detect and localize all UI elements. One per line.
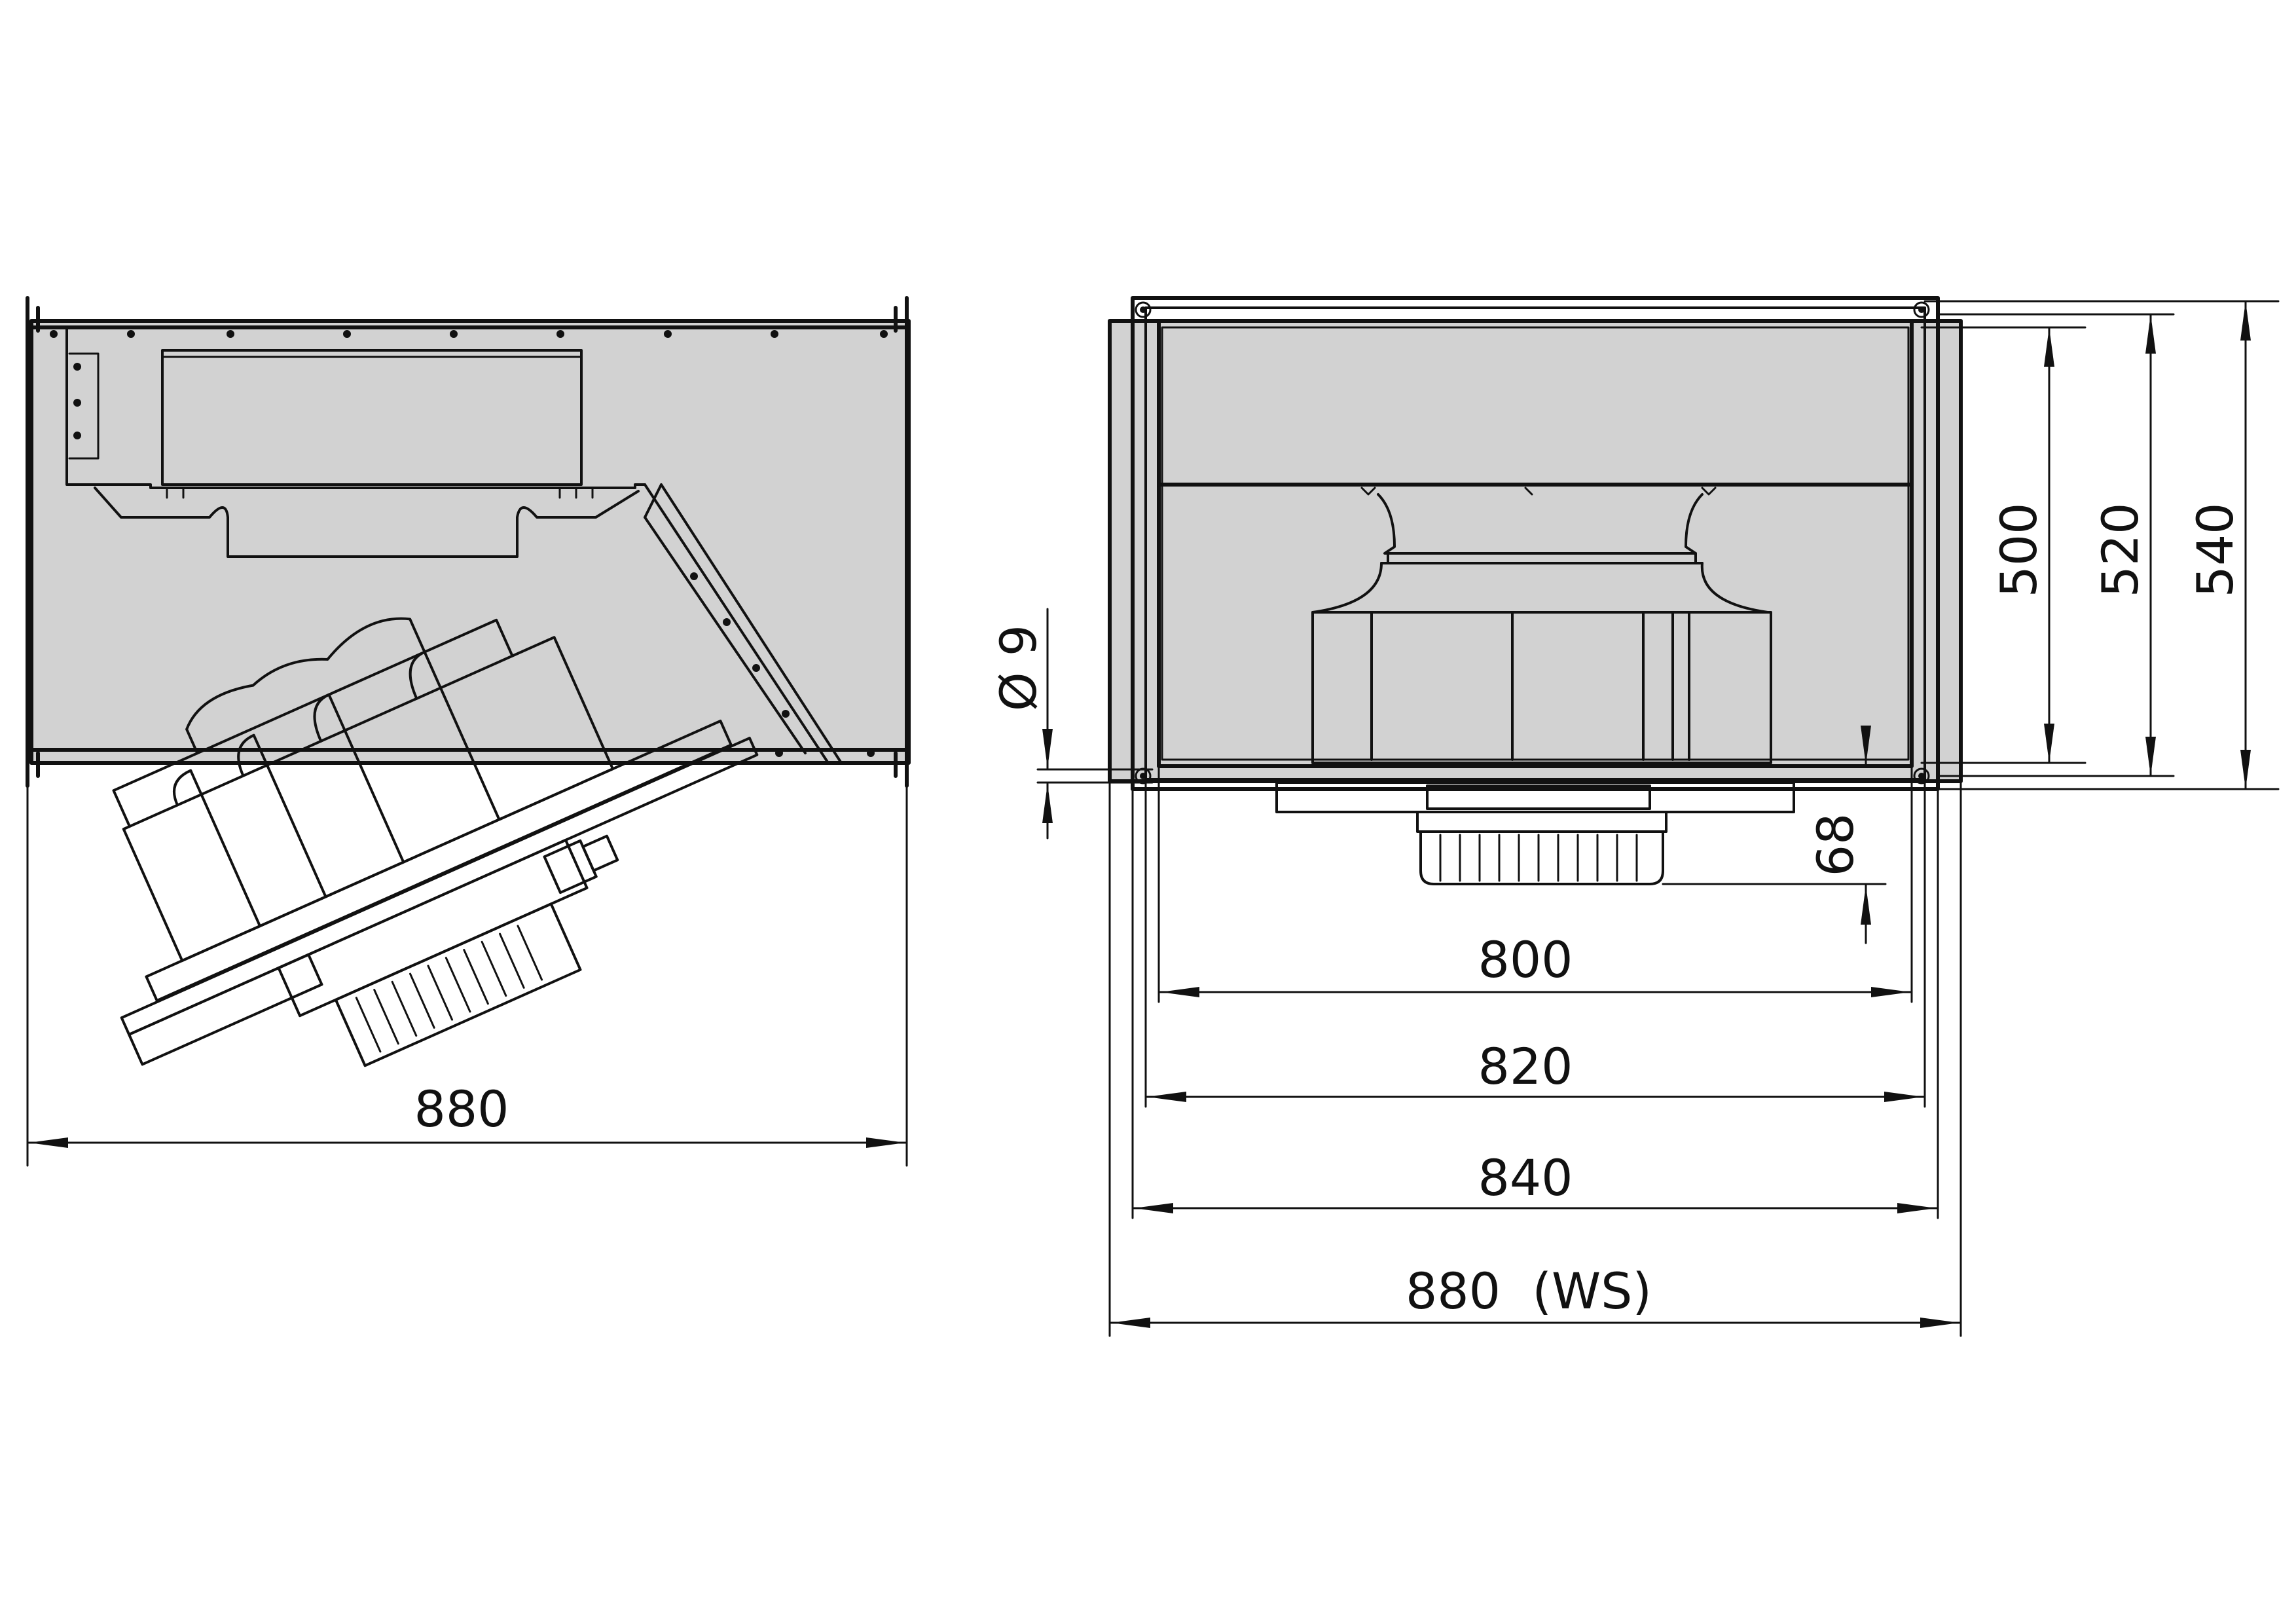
front-hole-diameter: Ø 9	[989, 625, 1048, 711]
front-impeller	[1311, 487, 1772, 764]
front-dim-800: 800	[1478, 931, 1573, 989]
front-mounting-holes	[1135, 301, 1930, 784]
front-dim-68: 68	[1806, 813, 1865, 877]
side-dim-880-label: 880	[414, 1080, 509, 1138]
front-flange-frame	[1110, 321, 1961, 781]
front-horizontal-dimensions: 800 820 840 880 (WS)	[1108, 765, 1962, 1337]
side-flange-left	[26, 296, 40, 788]
front-dim-540: 540	[2186, 502, 2244, 597]
front-dim-880-ws: 880 (WS)	[1406, 1262, 1652, 1320]
side-inlet-plate	[65, 326, 646, 489]
side-flange-right	[894, 296, 909, 788]
front-hole-dim-group: Ø 9	[989, 608, 1154, 840]
front-dim-840: 840	[1478, 1149, 1573, 1207]
side-inlet-box	[161, 349, 583, 486]
front-vertical-dimensions: 500 520 540	[1920, 300, 2280, 790]
side-view: 880	[26, 296, 911, 1167]
front-motor	[1275, 781, 1795, 885]
side-rivets-top	[50, 330, 888, 757]
front-dim-820: 820	[1478, 1037, 1573, 1096]
side-fan-assembly	[112, 617, 759, 1067]
front-dim-500: 500	[1990, 502, 2048, 597]
side-inlet-nozzle	[94, 487, 640, 558]
side-duct-outline	[29, 319, 911, 765]
front-dim-520: 520	[2091, 502, 2149, 597]
front-view: 500 520 540 68 Ø 9 800	[989, 296, 2280, 1337]
side-diagonal-brace	[644, 483, 843, 764]
front-dim-68-group: 68	[1662, 726, 1887, 944]
